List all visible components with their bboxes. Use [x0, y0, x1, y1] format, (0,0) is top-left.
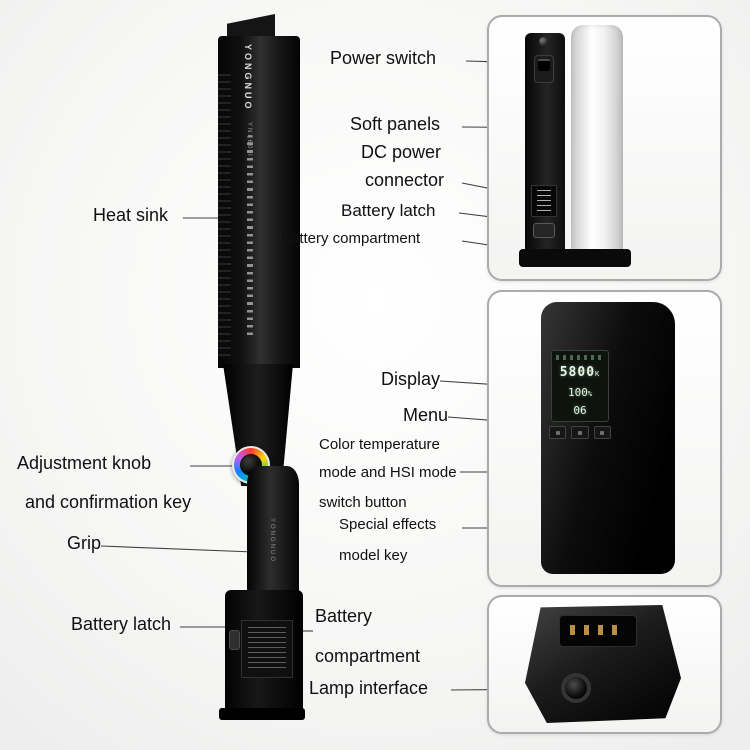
grip-handle: YONGNUO — [247, 466, 299, 614]
brightness-unit: % — [587, 389, 593, 398]
special-effects-button — [593, 426, 611, 439]
brand-vertical-text: YONGNUO — [243, 44, 253, 112]
lcd-display: 5800K 100% 06 — [551, 350, 609, 422]
lamp-interface-thread — [561, 673, 591, 703]
label-adjustment-knob-2: and confirmation key — [25, 492, 192, 512]
label-dc-power-2: connector — [365, 170, 445, 190]
label-battery-compartment-bottom-2: compartment — [315, 646, 421, 666]
color-temp-unit: K — [595, 370, 601, 379]
menu-button — [549, 426, 567, 439]
spec-sticker — [241, 620, 293, 678]
label-battery-compartment-top: Battery compartment — [281, 230, 421, 247]
label-battery-latch-bottom: Battery latch — [71, 614, 172, 634]
label-menu: Menu — [403, 405, 449, 425]
battery-compartment-opening — [559, 615, 637, 647]
mode-switch-button — [571, 426, 589, 439]
label-power-switch: Power switch — [330, 48, 437, 68]
label-heat-sink: Heat sink — [93, 205, 169, 225]
display-effect-number: 06 — [573, 403, 587, 417]
led-light-stick: YONGNUO YN360III YONGNUO — [205, 14, 305, 720]
label-ct-mode-1: Color temperature — [319, 436, 440, 453]
inset-bottom-detail — [487, 595, 722, 734]
label-grip: Grip — [67, 533, 102, 553]
spec-sticker-text-lines — [248, 627, 286, 671]
heat-sink-fins — [218, 74, 231, 358]
label-ct-mode-2: mode and HSI mode — [319, 464, 457, 481]
stick-tube: YONGNUO YN360III — [218, 36, 300, 368]
power-switch-nub — [538, 59, 550, 71]
display-color-temp: 5800K — [556, 365, 604, 380]
label-special-effects-1: Special effects — [339, 516, 437, 533]
display-status-row — [556, 355, 604, 360]
inset-display-detail: 5800K 100% 06 — [487, 290, 722, 587]
label-ct-mode-3: switch button — [319, 494, 407, 511]
battery-latch-button — [229, 630, 240, 650]
color-temp-value: 5800 — [559, 365, 596, 381]
stick-foot — [219, 708, 305, 720]
led-strip — [247, 135, 253, 339]
label-lamp-interface: Lamp interface — [309, 678, 429, 698]
label-battery-compartment-bottom-1: Battery — [315, 606, 373, 626]
brightness-value: 100 — [567, 385, 588, 399]
grip-brand-text: YONGNUO — [269, 518, 275, 564]
menu-button-row — [549, 426, 611, 439]
dc-connector-markings — [537, 190, 551, 212]
display-brightness: 100% — [556, 386, 604, 399]
power-switch — [534, 55, 554, 83]
label-battery-latch-top: Battery latch — [341, 201, 436, 220]
label-dc-power-1: DC power — [361, 142, 442, 162]
label-special-effects-2: model key — [339, 547, 408, 564]
label-display: Display — [381, 369, 441, 389]
soft-panel-diffuser — [571, 25, 623, 265]
label-adjustment-knob-1: Adjustment knob — [17, 453, 152, 473]
screw-icon — [539, 37, 548, 46]
battery-compartment-tube — [225, 590, 303, 714]
battery-latch-top-detail — [533, 223, 555, 238]
battery-contact-pins — [570, 625, 626, 635]
battery-compartment-top-detail — [519, 249, 631, 267]
dc-power-connector — [531, 185, 557, 217]
inset-top-detail — [487, 15, 722, 281]
label-soft-panels: Soft panels — [350, 114, 441, 134]
